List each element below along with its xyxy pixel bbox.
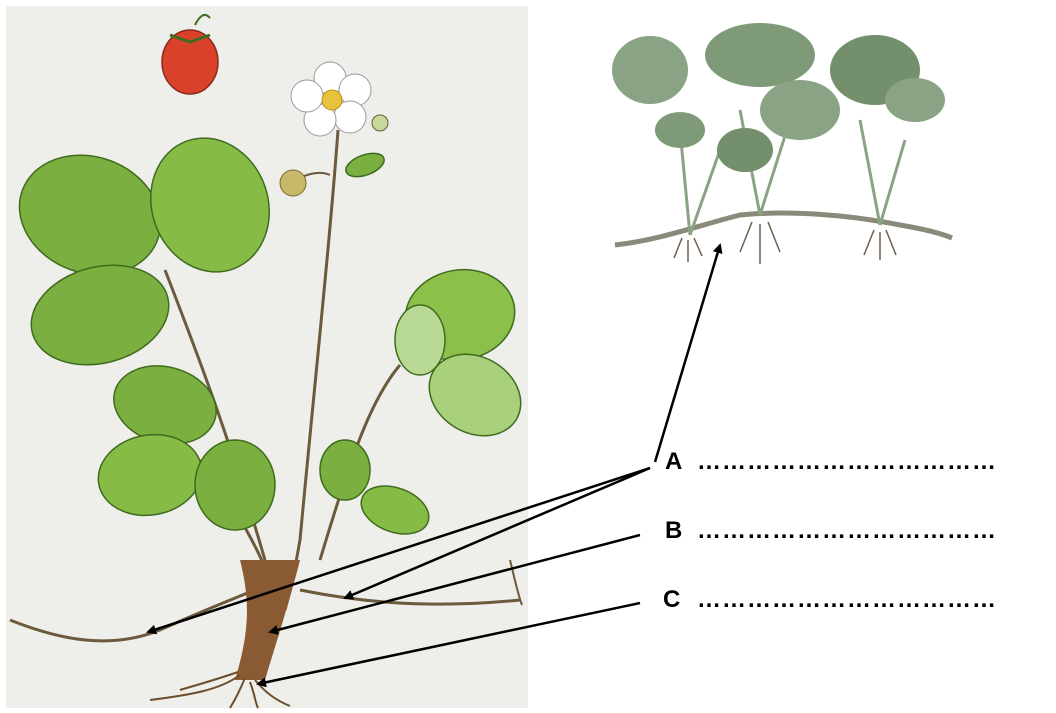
unripe-berry	[280, 170, 306, 196]
label-C-answer-line[interactable]: ………………………………	[697, 586, 1053, 614]
label-A-letter: A	[665, 448, 682, 476]
strawberry-illustration	[3, 6, 536, 708]
label-C-letter: C	[663, 586, 680, 614]
flower-bud	[372, 115, 388, 131]
label-A-answer-line[interactable]: ………………………………	[697, 448, 1053, 476]
strawberry-runner-photo	[612, 20, 952, 280]
label-B-answer-line[interactable]: ………………………………	[697, 517, 1053, 545]
label-B-letter: B	[665, 517, 682, 545]
